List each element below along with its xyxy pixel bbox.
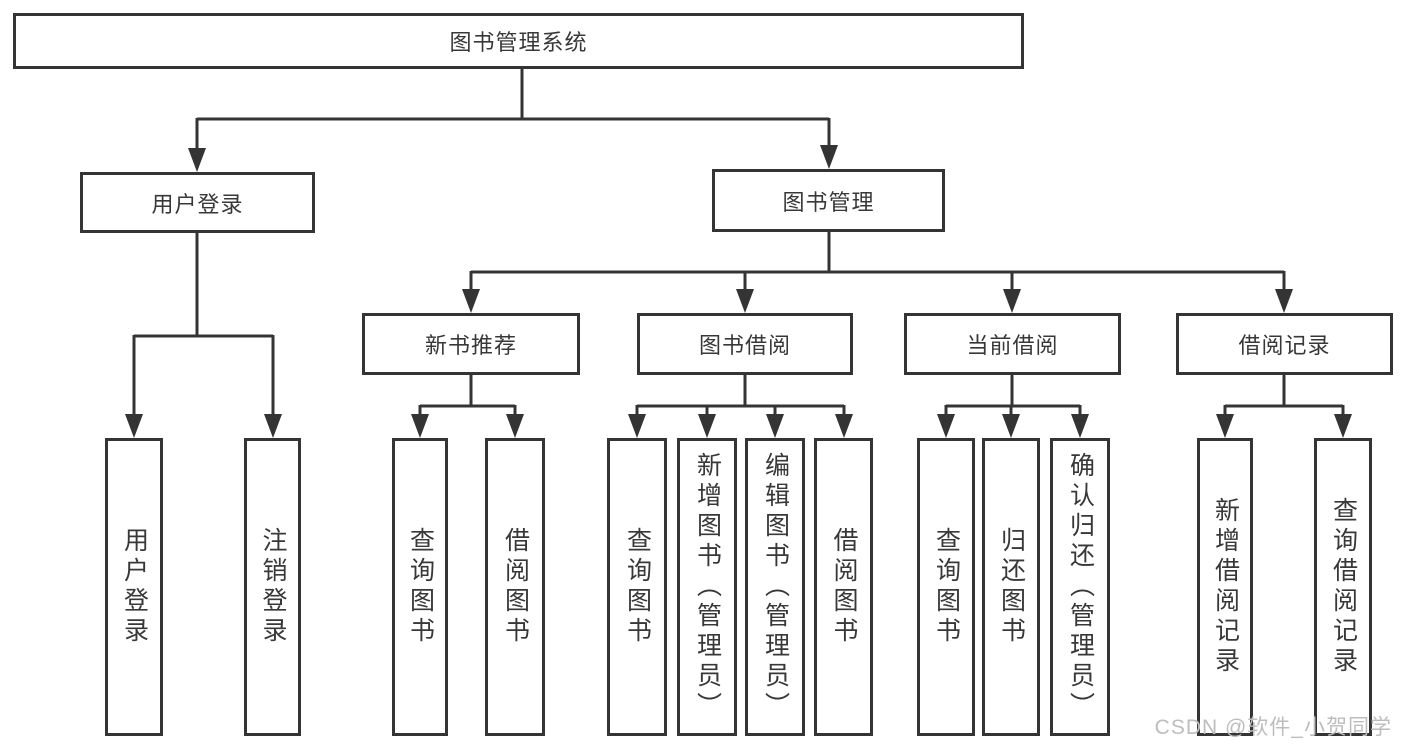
node-book-management-label: 图书管理 — [782, 189, 875, 215]
leaf-query-borrow-record-label: 查询借阅记录 — [1329, 497, 1358, 677]
leaf-user-login-label: 用户登录 — [120, 527, 149, 647]
leaf-borrow-books-borrowing: 借阅图书 — [814, 438, 873, 736]
leaf-logout-label: 注销登录 — [259, 527, 287, 647]
leaf-borrow-books-recommend-label: 借阅图书 — [501, 527, 530, 647]
edges-borrowing-records — [1216, 375, 1352, 438]
leaf-query-books-borrowing-label: 查询图书 — [623, 527, 652, 647]
node-current-borrowing-label: 当前借阅 — [966, 333, 1059, 358]
node-borrowing-records: 借阅记录 — [1176, 313, 1393, 375]
leaf-borrow-books-borrowing-label: 借阅图书 — [830, 527, 858, 647]
node-user-login: 用户登录 — [80, 172, 315, 233]
edges-book-management — [462, 232, 1293, 313]
leaf-edit-books-admin-label: 编辑图书（管理员） — [761, 452, 790, 722]
node-current-borrowing: 当前借阅 — [904, 313, 1121, 375]
node-book-management: 图书管理 — [712, 169, 945, 232]
leaf-query-books-borrowing: 查询图书 — [607, 438, 667, 736]
node-library-system-label: 图书管理系统 — [449, 30, 588, 55]
leaf-query-books-recommend-label: 查询图书 — [406, 527, 435, 647]
leaf-borrow-books-recommend: 借阅图书 — [485, 438, 545, 736]
edges-book-borrowing — [628, 375, 853, 438]
leaf-query-books-current: 查询图书 — [917, 438, 975, 736]
leaf-add-books-admin: 新增图书（管理员） — [677, 438, 737, 736]
leaf-return-books: 归还图书 — [982, 438, 1040, 736]
leaf-edit-books-admin: 编辑图书（管理员） — [745, 438, 805, 736]
leaf-user-login: 用户登录 — [105, 438, 163, 736]
node-new-book-recommend-label: 新书推荐 — [424, 333, 517, 358]
node-user-login-label: 用户登录 — [151, 191, 244, 217]
leaf-logout: 注销登录 — [244, 438, 301, 736]
leaf-add-borrow-record-label: 新增借阅记录 — [1211, 497, 1240, 677]
leaf-query-books-recommend: 查询图书 — [392, 438, 448, 736]
leaf-add-books-admin-label: 新增图书（管理员） — [693, 452, 722, 722]
edges-root — [188, 68, 838, 172]
node-book-borrowing: 图书借阅 — [637, 313, 853, 375]
leaf-confirm-return-admin: 确认归还（管理员） — [1050, 438, 1110, 736]
leaf-confirm-return-admin-label: 确认归还（管理员） — [1066, 452, 1095, 722]
node-borrowing-records-label: 借阅记录 — [1238, 333, 1331, 358]
leaf-add-borrow-record: 新增借阅记录 — [1197, 438, 1253, 736]
node-new-book-recommend: 新书推荐 — [362, 313, 580, 375]
watermark: CSDN @软件_小贺同学 — [1154, 716, 1392, 739]
node-library-system: 图书管理系统 — [13, 13, 1024, 69]
leaf-query-borrow-record: 查询借阅记录 — [1314, 438, 1372, 736]
edges-new-book-recommend — [411, 375, 524, 438]
edges-current-borrowing — [937, 375, 1089, 438]
node-book-borrowing-label: 图书借阅 — [698, 333, 791, 358]
edges-user-login — [125, 233, 282, 438]
leaf-query-books-current-label: 查询图书 — [932, 527, 961, 647]
leaf-return-books-label: 归还图书 — [997, 527, 1026, 647]
